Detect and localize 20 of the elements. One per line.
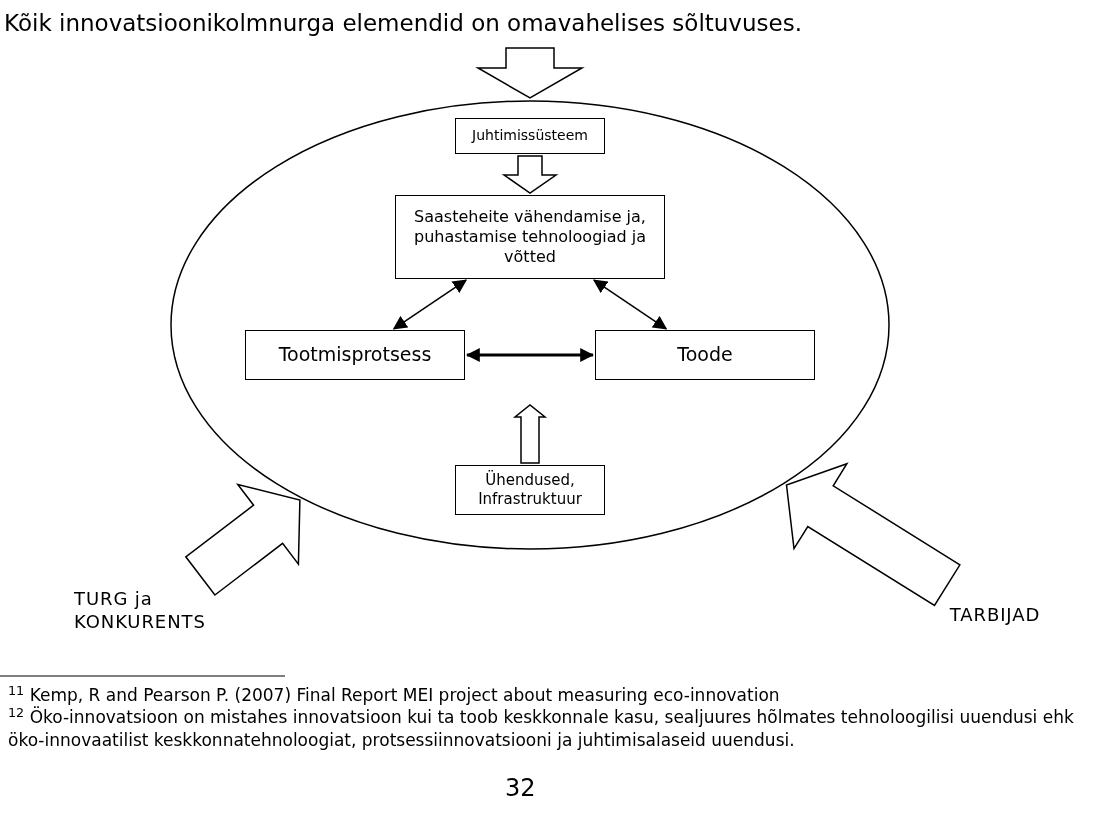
footnote: $^{11}$ Kemp, R and Pearson P. (2007) Final Report MEI project about measuring eco-innovation bbox=[8, 684, 781, 706]
page-number: 32 bbox=[505, 773, 536, 804]
footnote: $^{12}$ Öko-innovatsioon on mistahes innovatsioon kui ta toob keskkonnale kasu, sealjuures hõlmates tehnoloogilisi uuendusi ehk öko-innovaatilist keskkonnatehnoloogiat, protsessiinnovatsiooni ja juhtimisalaseid uuendusi. bbox=[8, 706, 1075, 753]
block-arrow bbox=[184, 483, 301, 597]
heading: Kõik innovatsioonikolmnurga elemendid on omavahelises sõltuvuses. bbox=[4, 9, 802, 38]
side-label: TURG ja KONKURENTS bbox=[70, 588, 220, 648]
process-box: Ühendused, Infrastruktuur bbox=[455, 465, 605, 515]
process-box: Toode bbox=[595, 330, 815, 380]
process-box: Tootmisprotsess bbox=[245, 330, 465, 380]
double-arrow bbox=[593, 279, 668, 330]
block-arrow bbox=[512, 404, 548, 464]
double-arrow bbox=[392, 279, 467, 330]
process-box: Saasteheite vähendamise ja, puhastamise tehnoloogiad ja võtted bbox=[395, 195, 665, 279]
block-arrow bbox=[475, 47, 585, 99]
ellipse-outline bbox=[170, 100, 890, 550]
double-arrow bbox=[465, 348, 595, 362]
block-arrow bbox=[501, 155, 559, 194]
block-arrow bbox=[785, 462, 961, 607]
process-box: Juhtimissüsteem bbox=[455, 118, 605, 154]
side-label: TARBIJAD bbox=[935, 600, 1055, 630]
